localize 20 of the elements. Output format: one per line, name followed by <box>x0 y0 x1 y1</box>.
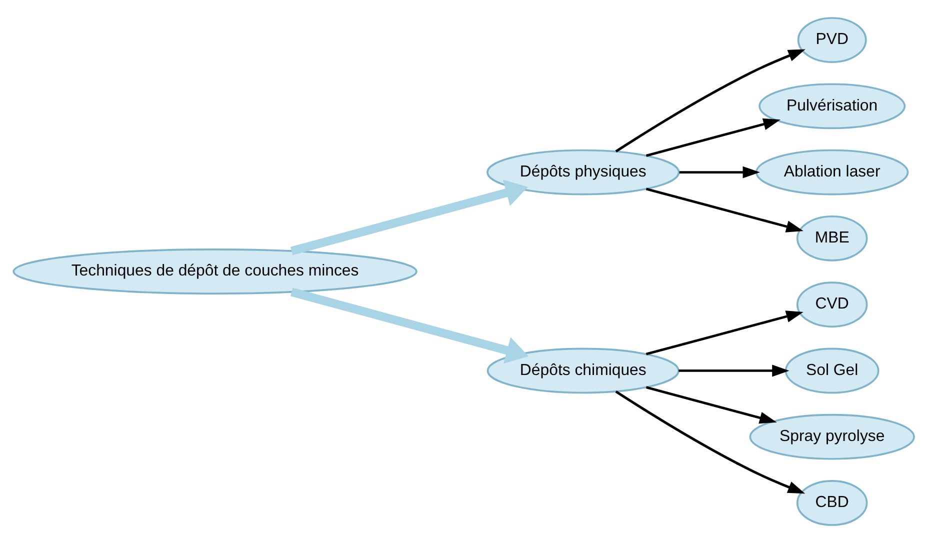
arrow <box>678 364 789 376</box>
node-ellipse: CBD <box>796 480 868 526</box>
arrow <box>290 179 528 255</box>
arrow <box>614 390 805 494</box>
arrow <box>645 310 803 355</box>
arrow <box>645 187 803 232</box>
node-ellipse: Dépôts chimiques <box>486 347 679 394</box>
node-ellipse: CVD <box>796 281 868 328</box>
node-ellipse: Ablation laser <box>754 148 908 195</box>
node-ellipse: Sol Gel <box>784 347 879 394</box>
arrow <box>678 166 760 178</box>
node-ellipse: Dépôts physiques <box>486 148 680 195</box>
node-ellipse: Techniques de dépôt de couches minces <box>12 248 417 294</box>
arrow <box>645 118 780 156</box>
arrow <box>645 386 776 424</box>
node-ellipse: Spray pyrolyse <box>748 413 914 460</box>
arrow <box>290 287 528 364</box>
arrow <box>614 48 805 152</box>
node-ellipse: PVD <box>796 16 866 62</box>
node-ellipse: MBE <box>796 214 868 261</box>
